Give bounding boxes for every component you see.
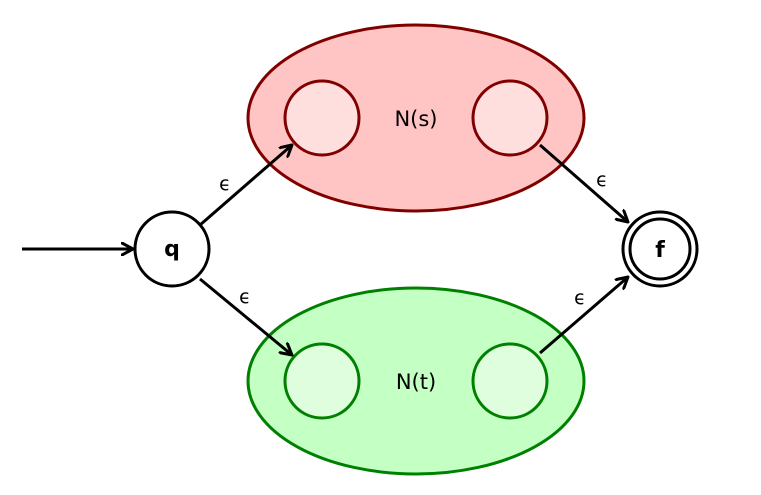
state-q-label: q	[164, 237, 180, 262]
subautomaton-ns-region	[246, 23, 586, 213]
ns-entry-state	[283, 79, 361, 157]
epsilon-label-nt-to-f: ϵ	[574, 287, 586, 309]
state-q: q	[133, 210, 211, 288]
subautomaton-nt-label: N(t)	[396, 370, 436, 394]
nt-exit-state	[471, 342, 549, 420]
transition-q-to-ns	[199, 145, 292, 227]
epsilon-label-q-to-nt: ϵ	[239, 286, 251, 308]
transition-q-to-nt	[199, 277, 292, 355]
ns-exit-state	[471, 79, 549, 157]
epsilon-label-q-to-ns: ϵ	[219, 173, 231, 195]
nt-entry-state	[283, 342, 361, 420]
epsilon-label-ns-to-f: ϵ	[596, 169, 608, 191]
subautomaton-ns: N(s)	[246, 23, 586, 213]
transition-nt-to-f	[539, 277, 628, 355]
state-f-inner-circle	[628, 217, 692, 281]
state-f-label: f	[655, 238, 665, 263]
subautomaton-nt: N(t)	[246, 286, 586, 476]
subautomaton-ns-label: N(s)	[394, 107, 437, 131]
state-q-circle	[133, 210, 211, 288]
transition-ns-to-f	[539, 143, 628, 222]
subautomaton-nt-region	[246, 286, 586, 476]
state-f: f	[621, 210, 699, 288]
